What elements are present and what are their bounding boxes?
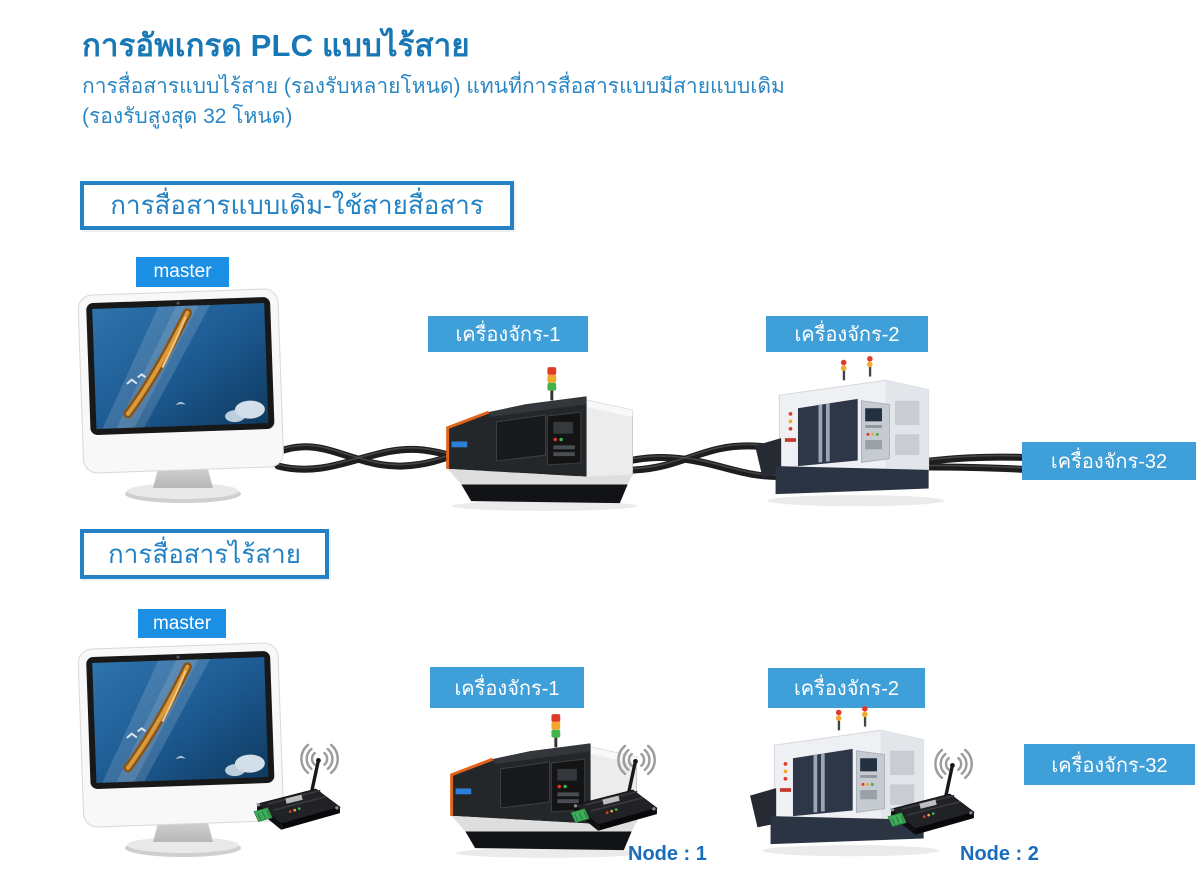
subtitle-line-2: (รองรับสูงสุด 32 โหนด) (82, 105, 293, 129)
wireless-section-heading-box: การสื่อสารไร้สาย (80, 529, 329, 579)
wired-section-heading-box: การสื่อสารแบบเดิม-ใช้สายสื่อสาร (80, 181, 514, 230)
node-2-label: Node : 2 (960, 843, 1039, 865)
wireless-master-badge-label: master (152, 612, 212, 634)
wired-machine-2-label-text: เครื่องจักร-2 (794, 324, 900, 346)
node-1-label: Node : 1 (628, 843, 707, 865)
wired-machine-1-image (432, 365, 657, 512)
wired-master-computer-image (60, 286, 302, 506)
wired-machine-2-label: เครื่องจักร-2 (766, 316, 928, 352)
wired-master-badge-label: master (153, 261, 212, 282)
wireless-machine-32-label-text: เครื่องจักร-32 (1051, 754, 1168, 777)
wireless-machine-1-label: เครื่องจักร-1 (430, 667, 584, 708)
subtitle-line-1: การสื่อสารแบบไร้สาย (รองรับหลายโหนด) แทน… (82, 75, 785, 98)
master-wireless-module-icon (248, 730, 361, 836)
node-1-wireless-module-icon (565, 731, 678, 837)
wired-machine-1-label: เครื่องจักร-1 (428, 316, 588, 352)
node-2-wireless-module-icon (882, 735, 995, 841)
wired-master-badge: master (136, 257, 229, 287)
page-title: การอัพเกรด PLC แบบไร้สาย (82, 28, 470, 63)
wired-machine-1-label-text: เครื่องจักร-1 (455, 324, 561, 346)
wireless-machine-2-label-text: เครื่องจักร-2 (793, 678, 900, 700)
wired-machine-32-label-text: เครื่องจักร-32 (1050, 451, 1168, 473)
wired-machine-32-label: เครื่องจักร-32 (1022, 442, 1196, 480)
wired-machine-2-image (753, 356, 968, 510)
wireless-machine-2-label: เครื่องจักร-2 (768, 668, 925, 708)
wireless-master-badge: master (138, 609, 226, 638)
wireless-section-heading: การสื่อสารไร้สาย (108, 538, 301, 569)
wireless-machine-32-label: เครื่องจักร-32 (1024, 744, 1195, 785)
wired-section-heading: การสื่อสารแบบเดิม-ใช้สายสื่อสาร (110, 190, 484, 220)
wireless-machine-1-label-text: เครื่องจักร-1 (454, 677, 560, 700)
page-subtitle: การสื่อสารแบบไร้สาย (รองรับหลายโหนด) แทน… (82, 72, 785, 133)
